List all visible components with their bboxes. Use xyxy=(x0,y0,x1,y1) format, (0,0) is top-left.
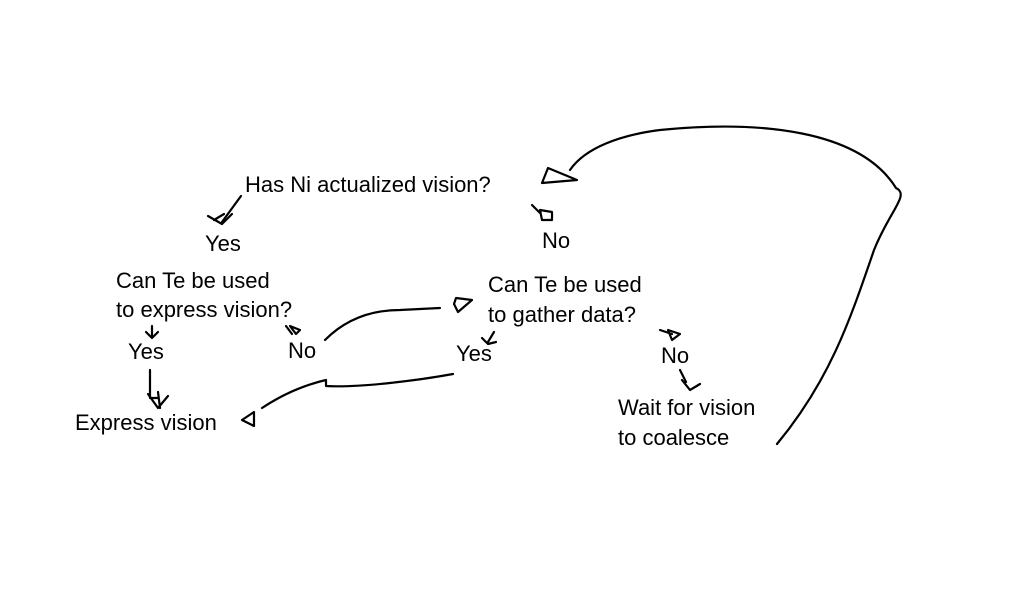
answer-no-label: No xyxy=(542,228,571,253)
edge-gather-yes xyxy=(486,330,496,344)
arrowhead-express-yes xyxy=(144,330,160,340)
arrowhead-no-to-wait xyxy=(680,378,702,392)
edge-actualized-no xyxy=(530,203,542,215)
edge-no-to-gather xyxy=(323,306,442,342)
action-wait-line2: to coalesce xyxy=(618,425,730,450)
arrowhead-yes-to-express xyxy=(146,390,170,410)
action-wait-line1: Wait for vision xyxy=(618,395,756,420)
question-te-gather-line2: to gather data? xyxy=(488,302,637,327)
answer-yes-label: Yes xyxy=(456,341,492,366)
arrowhead-wait-to-actualized xyxy=(540,166,579,185)
edge-no-to-wait xyxy=(678,368,688,384)
question-te-gather-line1: Can Te be used xyxy=(488,272,642,297)
edge-actualized-yes xyxy=(220,194,243,224)
answer-yes-label: Yes xyxy=(205,231,241,256)
question-ni-actualized: Has Ni actualized vision? xyxy=(245,172,491,197)
question-te-express-line2: to express vision? xyxy=(116,297,293,322)
edge-yes-to-express xyxy=(148,368,160,400)
answer-yes-label: Yes xyxy=(128,339,164,364)
edge-express-no xyxy=(284,324,294,336)
question-te-express-line1: Can Te be used xyxy=(116,268,270,293)
arrowhead-no-to-gather xyxy=(452,296,474,314)
edge-gather-yes-to-express xyxy=(260,372,455,410)
arrowhead-actualized-no xyxy=(538,208,554,222)
arrowhead-gather-yes xyxy=(480,336,498,346)
arrowhead-gather-no xyxy=(666,328,682,342)
answer-no-label: No xyxy=(288,338,317,363)
arrowhead-gather-yes-to-express xyxy=(240,410,256,428)
action-express-vision: Express vision xyxy=(75,410,217,435)
edge-wait-to-actualized xyxy=(568,125,902,446)
arrowhead-actualized-yes xyxy=(206,212,234,226)
arrowhead-express-no xyxy=(288,324,302,336)
answer-no-label: No xyxy=(661,343,690,368)
